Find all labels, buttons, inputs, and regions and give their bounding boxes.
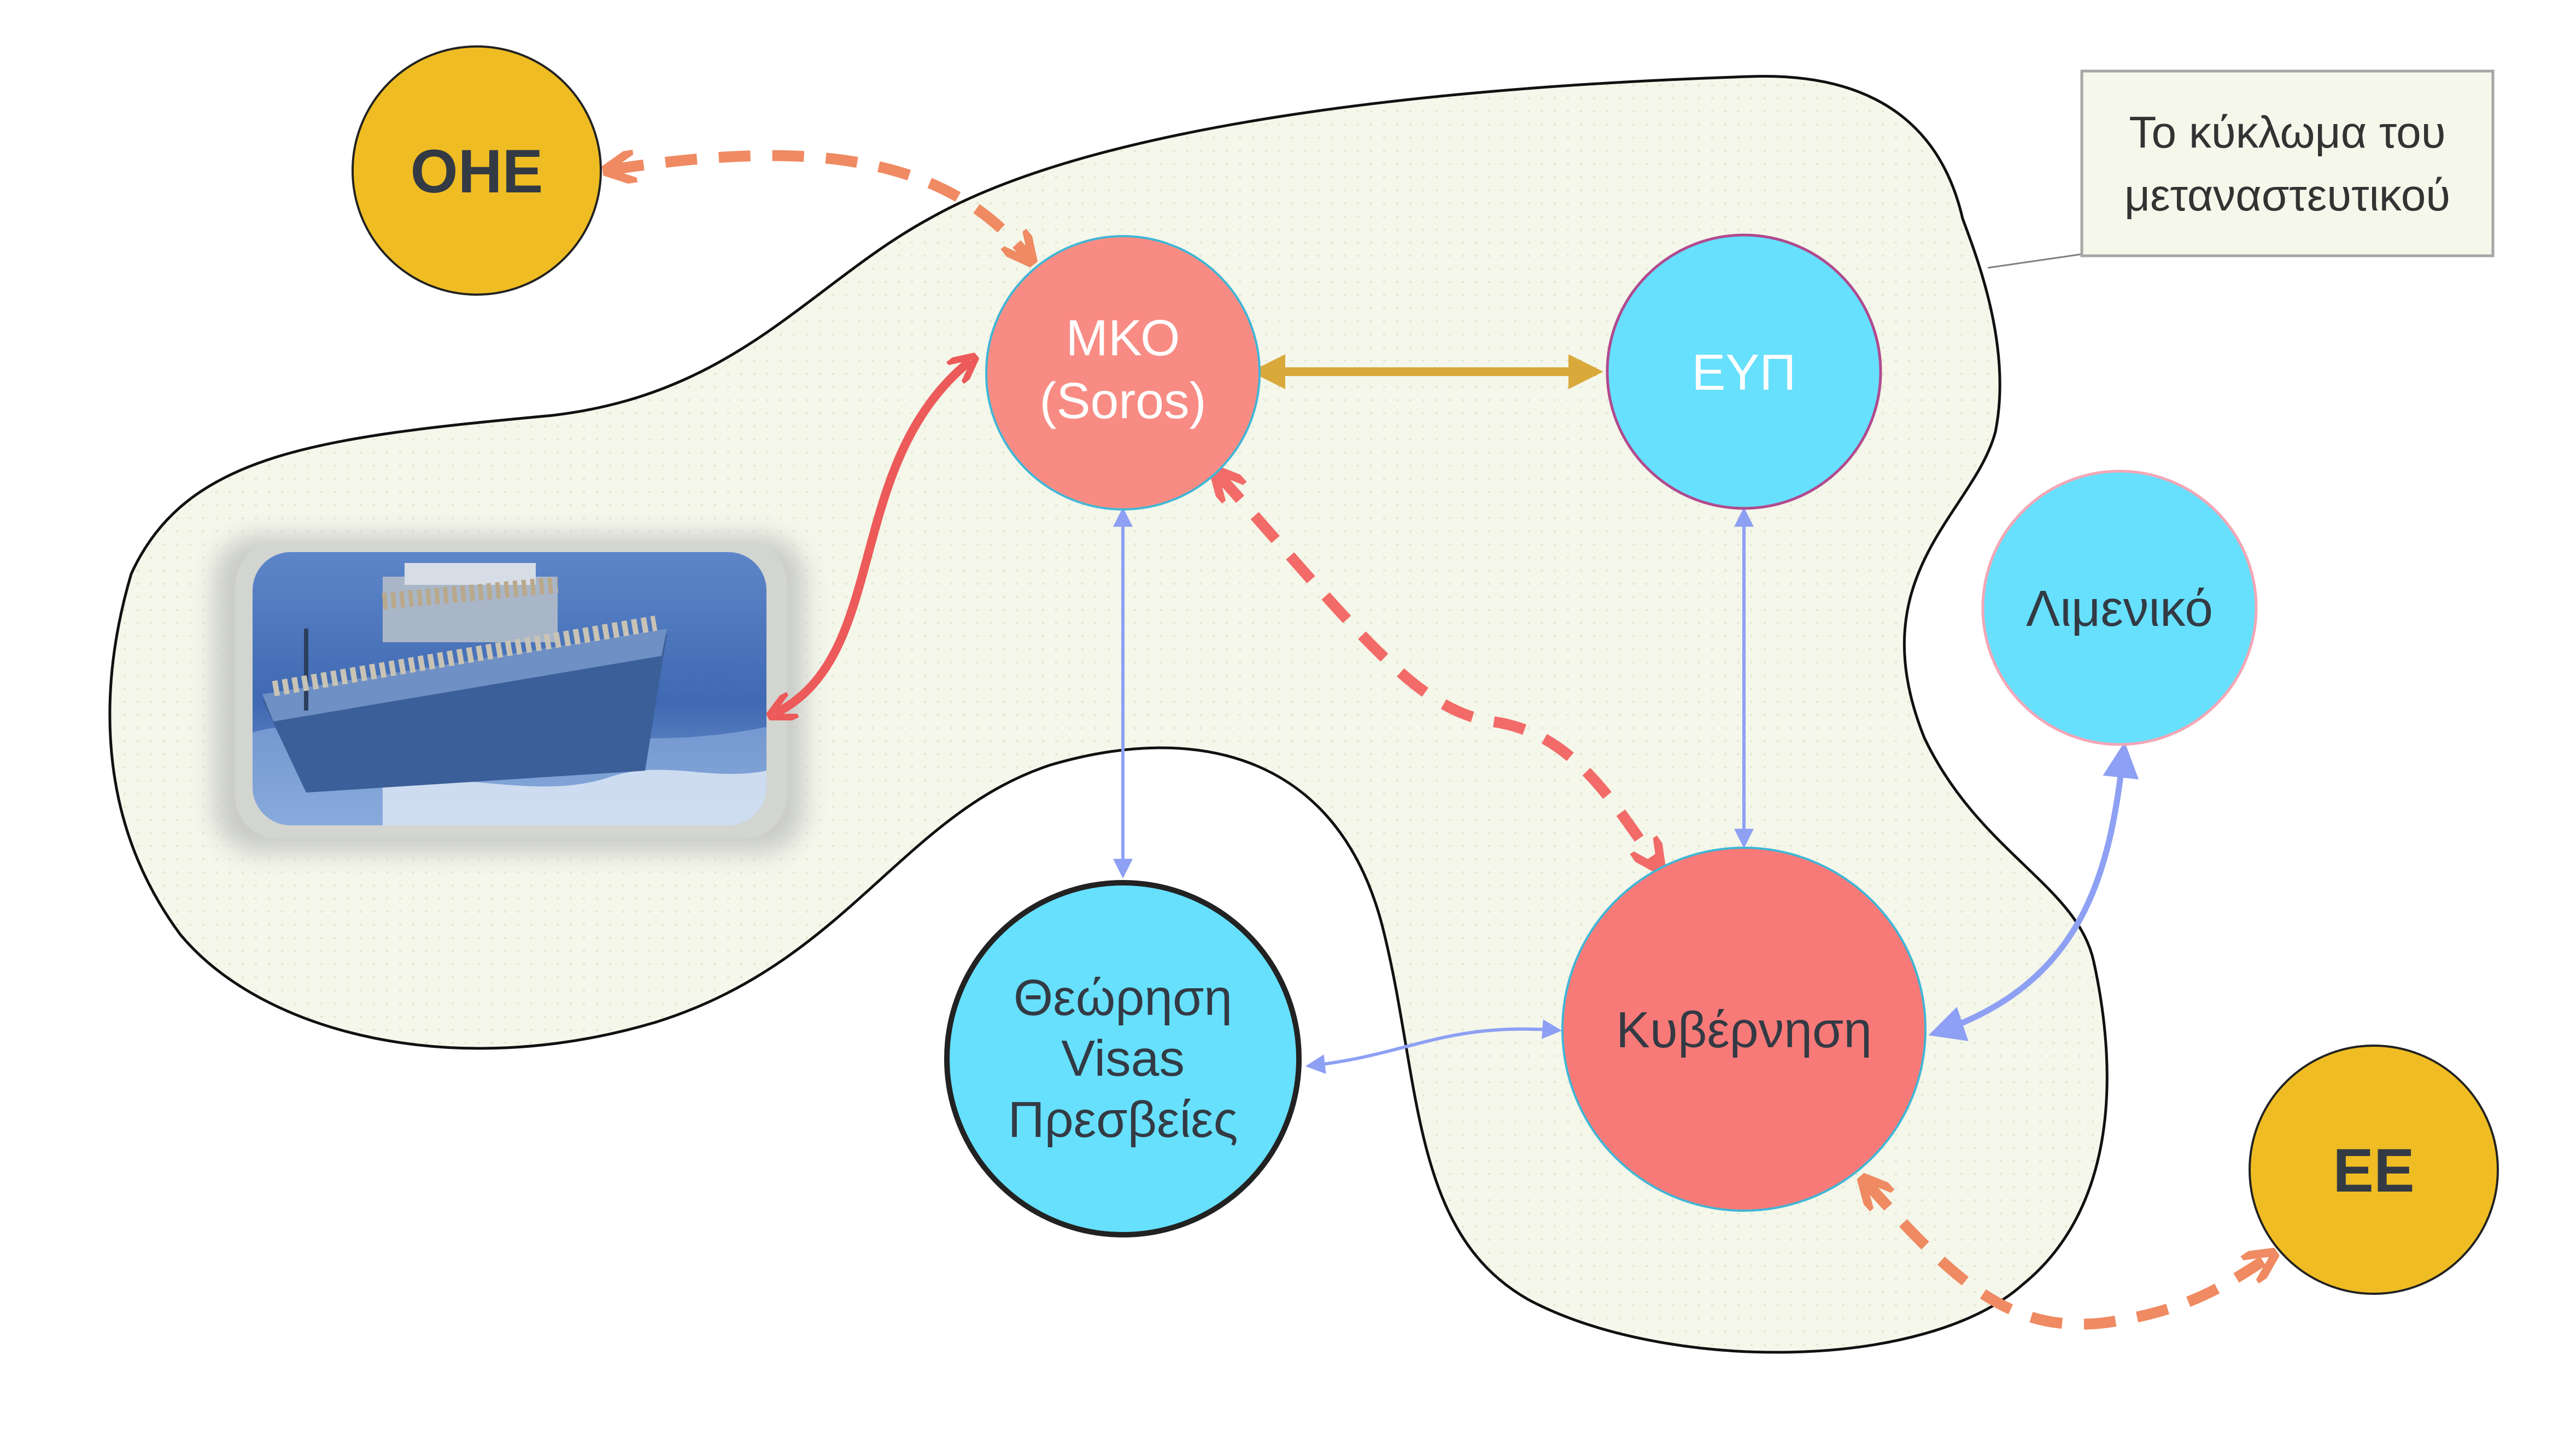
link-boat-mko: [775, 361, 970, 713]
node-theorisi: Θεώρηση Visas Πρεσβείες: [944, 880, 1302, 1237]
link-theorisi-kyvernisi: [1305, 1019, 1562, 1074]
node-mko-line-2: (Soros): [1040, 372, 1207, 429]
callout-line-2: μεταναστευτικού: [2124, 171, 2450, 220]
node-mko: ΜΚΟ (Soros): [985, 235, 1261, 511]
callout-line-1: Το κύκλωμα του: [2129, 108, 2445, 157]
link-limeniko-kyvernisi: [1928, 741, 2139, 1041]
node-kyvernisi: Κυβέρνηση: [1561, 847, 1927, 1212]
callout-leader-line: [1987, 253, 2082, 269]
node-kyvernisi-label: Κυβέρνηση: [1616, 1001, 1872, 1058]
link-mko-kyvernisi: [1219, 476, 1656, 864]
node-eyp: ΕΥΠ: [1606, 233, 1882, 510]
migrant-boat-photo: [214, 536, 805, 853]
link-kyvernisi-ee: [1867, 1183, 2269, 1330]
link-ohe-mko: [612, 156, 1028, 257]
node-limeniko-label: Λιμενικό: [2026, 580, 2213, 637]
node-eyp-label: ΕΥΠ: [1691, 344, 1796, 401]
callout-box: Το κύκλωμα του μεταναστευτικού: [2080, 69, 2495, 257]
node-mko-line-1: ΜΚΟ: [1066, 309, 1180, 366]
node-ohe-label: ΟΗΕ: [411, 137, 543, 206]
node-theorisi-line-2: Visas: [1061, 1030, 1185, 1087]
node-theorisi-line-3: Πρεσβείες: [1008, 1091, 1238, 1148]
node-limeniko: Λιμενικό: [1981, 470, 2258, 746]
node-theorisi-line-1: Θεώρηση: [1014, 969, 1232, 1026]
node-ohe: ΟΗΕ: [352, 45, 602, 296]
node-ee: ΕΕ: [2249, 1045, 2499, 1295]
node-ee-label: ΕΕ: [2333, 1136, 2414, 1205]
